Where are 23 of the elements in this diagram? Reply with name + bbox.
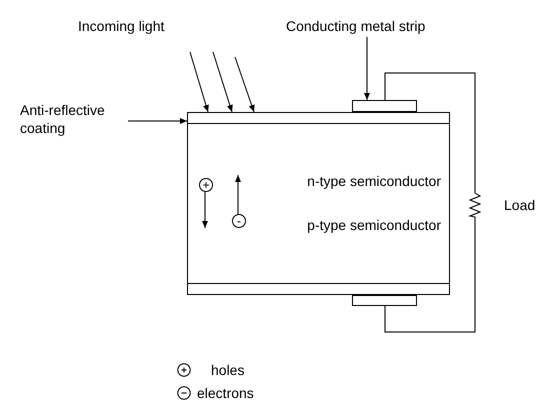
layer-bar [352,295,417,306]
arrow [234,56,255,112]
arrow [212,52,233,112]
arrow [128,118,188,124]
wire [384,72,476,190]
wire [384,220,476,332]
layer-label: p-type semiconductor [307,218,441,232]
legend-text: electrons [197,386,254,400]
layer-bar [187,112,450,124]
legend-text: holes [211,363,244,377]
arrow [364,36,370,100]
callout-text: Anti-reflective coating [20,101,128,139]
resistor-symbol [469,190,481,220]
layer-label: n-type semiconductor [307,174,441,188]
arrow [235,174,241,214]
callout-text: Incoming light [78,17,190,37]
semiconductor-layer [187,124,450,204]
layer-bar [352,100,417,112]
load-label: Load [504,198,536,212]
arrow [190,52,209,112]
callout-text: Conducting metal strip [286,17,464,37]
arrow [202,192,208,228]
layer-bar [187,283,450,295]
